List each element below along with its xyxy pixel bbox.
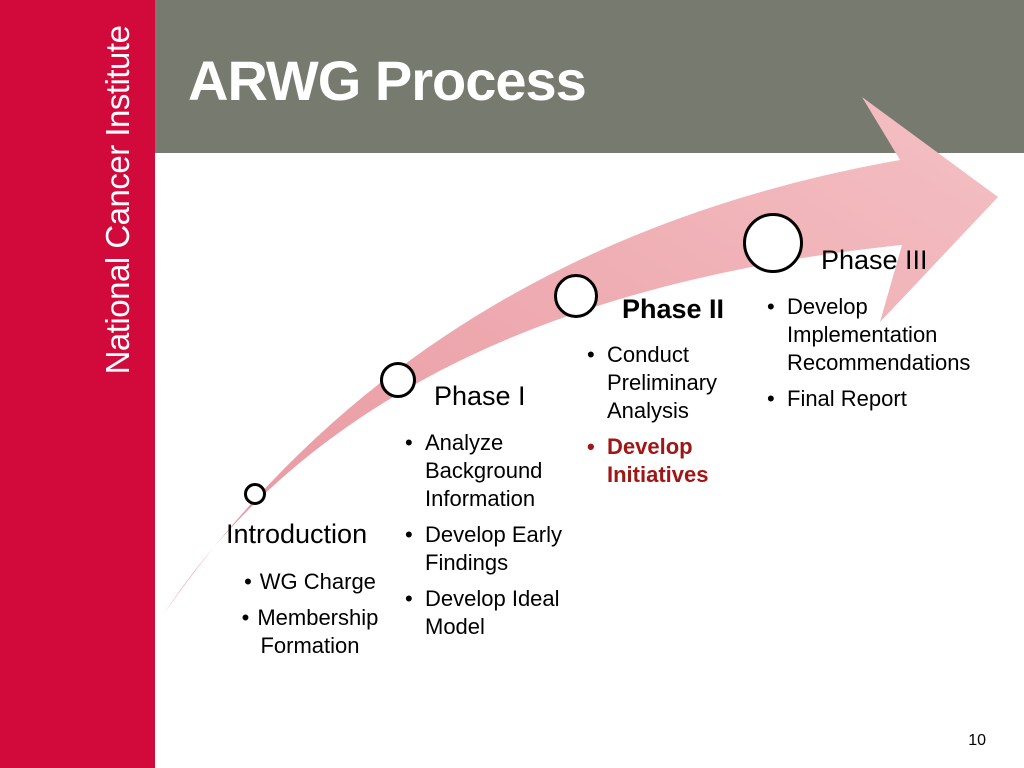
list-item: Membership Formation [205,604,415,660]
list-item: Develop Ideal Model [403,585,588,641]
phase3-title: Phase III [821,245,928,275]
phase3-list: Develop Implementation Recommendations F… [765,293,1005,421]
list-item: Develop Implementation Recommendations [765,293,1005,377]
phase1-circle [380,362,416,398]
list-item: WG Charge [205,568,415,596]
sidebar: National Cancer Institute [0,0,155,768]
list-item: Final Report [765,385,1005,413]
intro-circle [244,483,266,505]
slide-title: ARWG Process [188,49,587,112]
phase1-title: Phase I [434,381,526,411]
list-item: Develop Initiatives [585,433,745,489]
phase1-list: Analyze Background Information Develop E… [403,429,588,649]
phase2-circle [554,274,598,318]
intro-list: WG Charge Membership Formation [205,568,415,668]
header-bar [155,0,1024,153]
intro-title: Introduction [226,519,368,549]
list-item: Analyze Background Information [403,429,588,513]
phase2-title: Phase II [622,294,725,324]
list-item: Develop Early Findings [403,521,588,577]
page-number: 10 [968,732,986,749]
phase2-list: Conduct Preliminary Analysis Develop Ini… [585,341,745,497]
list-item: Conduct Preliminary Analysis [585,341,745,425]
phase3-circle [743,213,803,273]
